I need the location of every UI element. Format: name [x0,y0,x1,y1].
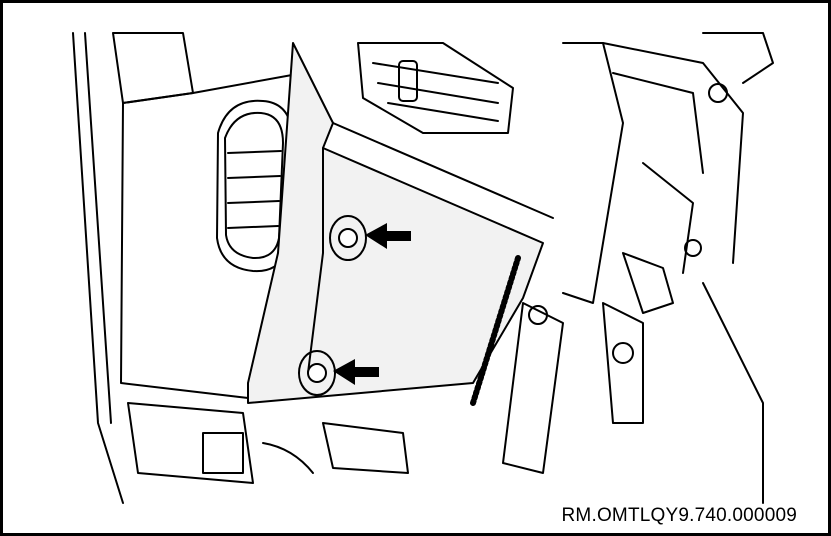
return-spring [470,255,521,406]
side-air-vent [216,99,294,273]
center-air-vent [357,42,514,134]
door-edge [72,32,124,504]
upper-bolt [329,215,367,261]
steering-column-bracket [562,32,774,314]
lower-panel-cover [247,42,554,404]
arrow-left-icon [365,223,411,249]
lower-harness [127,402,409,484]
lower-bolt [298,350,336,396]
dashboard-lower-panel-illustration [72,32,774,504]
dashboard-shell [112,32,334,399]
reference-code: RM.OMTLQY9.740.000009 [558,505,800,527]
arrow-left-icon [333,359,379,385]
pedal-arm [502,282,764,504]
